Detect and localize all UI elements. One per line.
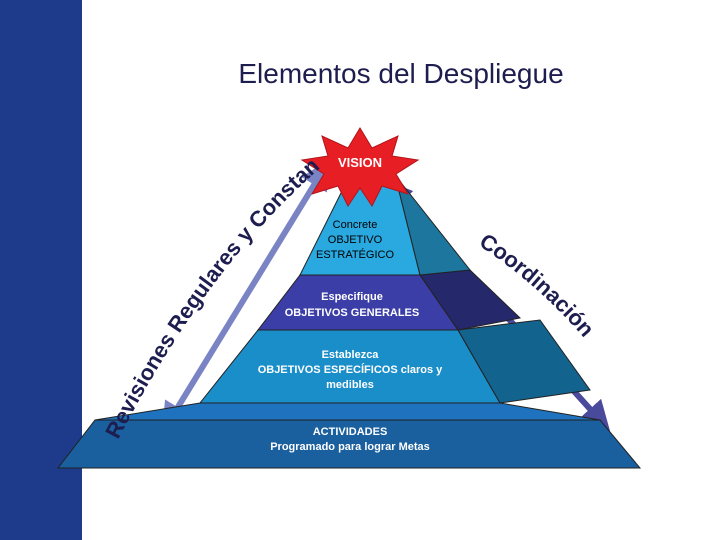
level3-line2: OBJETIVOS ESPECÍFICOS claros y (258, 363, 443, 376)
level1-line2: OBJETIVO (328, 234, 383, 246)
level4-line2: Programado para lograr Metas (270, 441, 430, 453)
vision-label: VISION (338, 155, 382, 170)
sidebar-band (0, 0, 82, 540)
page-title: Elementos del Despliegue (238, 58, 564, 89)
left-double-arrow (162, 159, 330, 433)
pyramid-level-generales (256, 269, 522, 331)
pyramid-level-especificos (198, 319, 591, 404)
level3-line1: Establezca (322, 349, 380, 361)
pyramid-level-actividades (56, 402, 642, 469)
level1-line1: Concrete (333, 219, 378, 231)
level1-line3: ESTRATÉGICO (316, 248, 394, 261)
level3-line3: medibles (326, 379, 374, 391)
level2-line2: OBJETIVOS GENERALES (285, 307, 419, 319)
vision-starburst (300, 127, 420, 207)
level4-line1: ACTIVIDADES (313, 426, 388, 438)
level2-line1: Especifique (321, 291, 383, 303)
